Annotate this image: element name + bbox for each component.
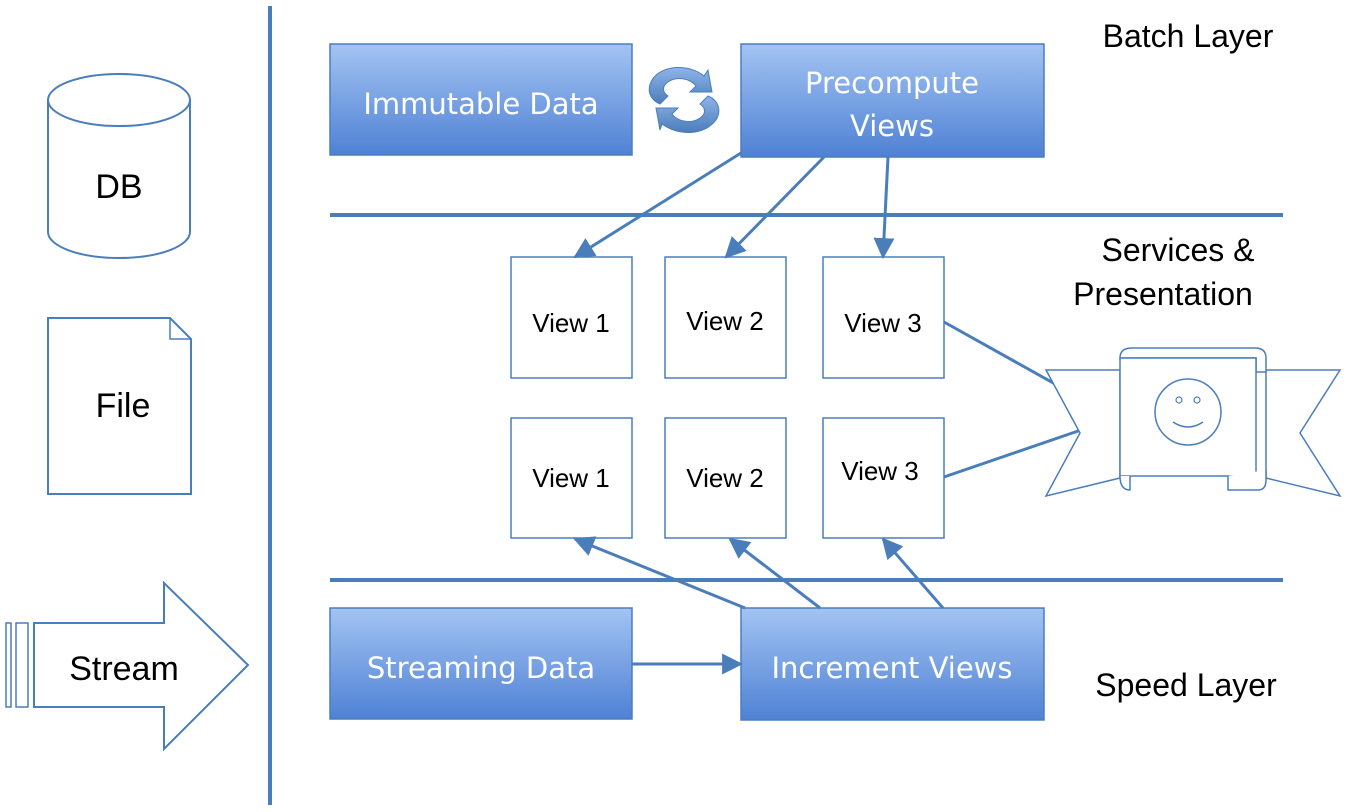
- immutable-data-label: Immutable Data: [363, 87, 598, 121]
- document-icon: File: [47, 317, 192, 495]
- database-cylinder-icon: DB: [47, 73, 191, 259]
- precompute-label-line1: Precompute: [805, 66, 979, 100]
- stream-arrow-icon: Stream: [5, 580, 250, 752]
- arrow-precompute-to-view-1: [573, 151, 742, 259]
- arrow-precompute-to-view-2: [724, 155, 826, 259]
- batch-view-1-label: View 1: [532, 308, 610, 338]
- immutable-data-box: Immutable Data: [329, 43, 633, 156]
- realtime-view-1: View 1: [510, 417, 633, 539]
- realtime-view-2-label: View 2: [686, 463, 764, 493]
- realtime-view-3: View 3: [822, 417, 945, 539]
- circular-arrows-icon: [648, 66, 720, 134]
- smiley-banner-icon: [1044, 347, 1342, 498]
- arrow-precompute-to-view-3: [873, 156, 895, 260]
- arrow-increment-to-view-3: [881, 537, 945, 609]
- arrow-increment-to-view-2: [728, 537, 821, 610]
- streaming-data-label: Streaming Data: [367, 651, 595, 685]
- batch-view-3: View 3: [822, 256, 945, 379]
- precompute-views-box: Precompute Views: [740, 43, 1045, 158]
- increment-views-label: Increment Views: [772, 651, 1013, 685]
- arrow-increment-to-view-1: [573, 536, 746, 610]
- batch-view-2-label: View 2: [686, 306, 764, 336]
- db-label: DB: [95, 168, 142, 206]
- realtime-view-3-label: View 3: [841, 456, 919, 486]
- stream-label: Stream: [69, 650, 179, 688]
- batch-layer-label: Batch Layer: [1103, 18, 1274, 54]
- realtime-view-1-label: View 1: [532, 463, 610, 493]
- precompute-label-line2: Views: [850, 109, 934, 143]
- services-label-line1: Services &: [1102, 232, 1255, 268]
- increment-views-box: Increment Views: [740, 607, 1045, 721]
- batch-view-1: View 1: [510, 256, 633, 379]
- streaming-data-box: Streaming Data: [329, 607, 633, 720]
- services-label-line2: Presentation: [1073, 276, 1253, 312]
- batch-view-2: View 2: [664, 256, 787, 379]
- speed-layer-label: Speed Layer: [1095, 667, 1277, 703]
- realtime-view-2: View 2: [664, 417, 787, 539]
- file-label: File: [96, 387, 151, 425]
- batch-view-3-label: View 3: [844, 308, 922, 338]
